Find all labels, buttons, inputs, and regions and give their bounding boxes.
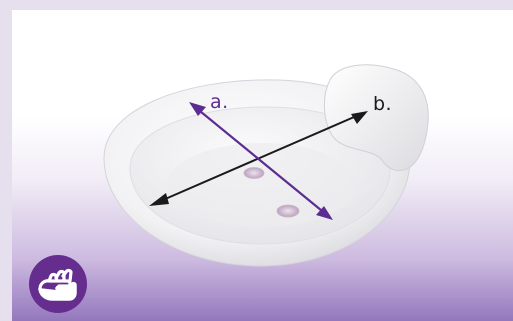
- device-hole-bottom: [276, 204, 300, 218]
- diaphragm-device-illustration: [103, 64, 429, 267]
- product-illustration-card: a. b.: [12, 10, 513, 321]
- dimension-label-b: b.: [373, 93, 393, 115]
- hand-badge: [29, 255, 87, 313]
- measurement-arrow-a: [189, 102, 333, 220]
- device-handle: [324, 64, 429, 171]
- device-base: [167, 143, 357, 227]
- dimension-label-a: a.: [210, 91, 229, 113]
- hand-icon: [38, 268, 77, 301]
- device-hole-top: [243, 167, 265, 179]
